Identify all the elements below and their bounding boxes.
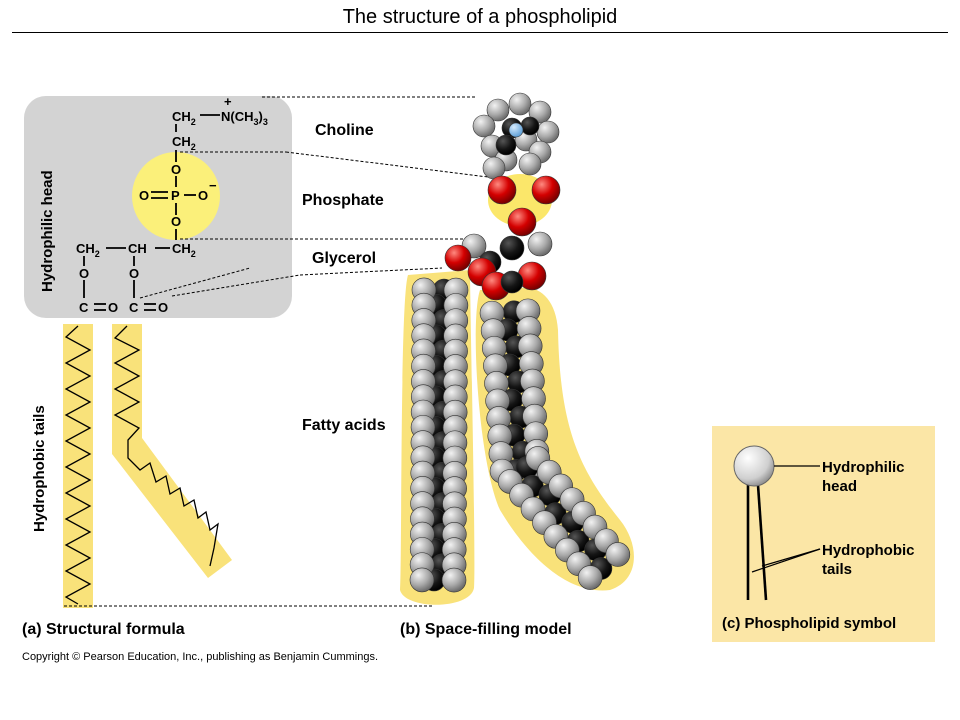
phosphate-double-bond-oxygen: O — [139, 188, 149, 203]
hydrogen-atom — [409, 567, 435, 593]
hydrogen-atom — [518, 152, 542, 176]
ester-oxygen-middle: O — [129, 266, 139, 281]
hydrogen-atom — [486, 98, 510, 122]
guide-lines — [64, 96, 489, 607]
caption-structural-formula: (a) Structural formula — [22, 621, 185, 638]
glycerol-ch2-right: CH2 — [172, 241, 196, 259]
tail-highlight-right — [112, 324, 232, 578]
oxygen-top: O — [171, 162, 181, 177]
positive-charge: + — [224, 94, 232, 109]
hydrogen-atom — [577, 565, 603, 590]
ch2-choline-top: CH2 — [172, 109, 196, 127]
oxygen-atom — [531, 175, 561, 205]
carbon-atom — [520, 116, 540, 136]
oxygen-atom — [487, 175, 517, 205]
hydrophobic-tails-label: Hydrophobic tails — [31, 405, 48, 532]
symbol-tail-pointer-2 — [761, 548, 821, 567]
space-filling-model — [400, 92, 634, 605]
oxygen-atom — [507, 207, 537, 237]
oxygen-bottom: O — [171, 214, 181, 229]
oxygen-atom — [444, 244, 472, 272]
carbon-atom — [500, 270, 524, 294]
title-divider — [12, 32, 948, 33]
ch2-choline-second: CH2 — [172, 134, 196, 152]
carbonyl-oxygen-right: O — [158, 300, 168, 315]
structural-formula: CH2 N(CH3)3 + CH2 O O P O − O CH2 CH CH2… — [24, 94, 292, 608]
phosphate-highlight-circle — [132, 152, 220, 240]
hydrogen-atom — [605, 542, 631, 567]
fatty-acid-chain-right — [113, 325, 219, 567]
symbol-tail-right — [756, 484, 768, 601]
hydrogen-atom — [441, 567, 467, 593]
symbol-tails-label-line1: Hydrophobic — [822, 542, 915, 559]
copyright-notice: Copyright © Pearson Education, Inc., pub… — [22, 651, 378, 663]
caption-space-filling-model: (b) Space-filling model — [400, 621, 572, 638]
hydrogen-atom — [482, 156, 506, 180]
glycerol-ch2-left: CH2 — [76, 241, 100, 259]
glycerol-label: Glycerol — [312, 250, 376, 267]
carbonyl-carbon-right: C — [129, 300, 139, 315]
choline-label: Choline — [315, 122, 374, 139]
slide-title: The structure of a phospholipid — [342, 6, 618, 28]
carbon-atom — [499, 235, 525, 261]
formula-bonds — [83, 114, 220, 311]
atom-spheres — [409, 92, 631, 593]
carbonyl-oxygen-left: O — [108, 300, 118, 315]
hydrogen-atom — [508, 92, 532, 116]
hydrogen-atom — [527, 231, 553, 257]
nitrogen-atom — [508, 122, 524, 138]
head-tail-connector — [139, 267, 251, 299]
phosphorus-atom: P — [171, 188, 180, 203]
symbol-head-label-line1: Hydrophilic — [822, 459, 905, 476]
hydrogen-atom — [528, 100, 552, 124]
fatty-acids-label: Fatty acids — [302, 417, 386, 434]
hydrogen-atom — [472, 114, 496, 138]
caption-phospholipid-symbol: (c) Phospholipid symbol — [722, 615, 896, 632]
carbonyl-carbon-left: C — [79, 300, 89, 315]
phospholipid-symbol-panel: Hydrophilic head Hydrophobic tails (c) P… — [712, 426, 935, 642]
phosphate-charged-oxygen: O — [198, 188, 208, 203]
hydrophilic-head-label: Hydrophilic head — [39, 170, 56, 292]
carbon-atom — [495, 134, 517, 156]
glycerol-ch-middle: CH — [128, 241, 147, 256]
phosphate-label: Phosphate — [302, 192, 384, 209]
symbol-head-sphere — [733, 445, 775, 487]
symbol-tails-label-line2: tails — [822, 561, 852, 578]
fatty-acid-chain-left — [64, 325, 92, 605]
hydrogen-atom — [536, 120, 560, 144]
negative-charge: − — [209, 178, 217, 193]
symbol-head-label-line2: head — [822, 478, 857, 495]
ester-oxygen-left: O — [79, 266, 89, 281]
